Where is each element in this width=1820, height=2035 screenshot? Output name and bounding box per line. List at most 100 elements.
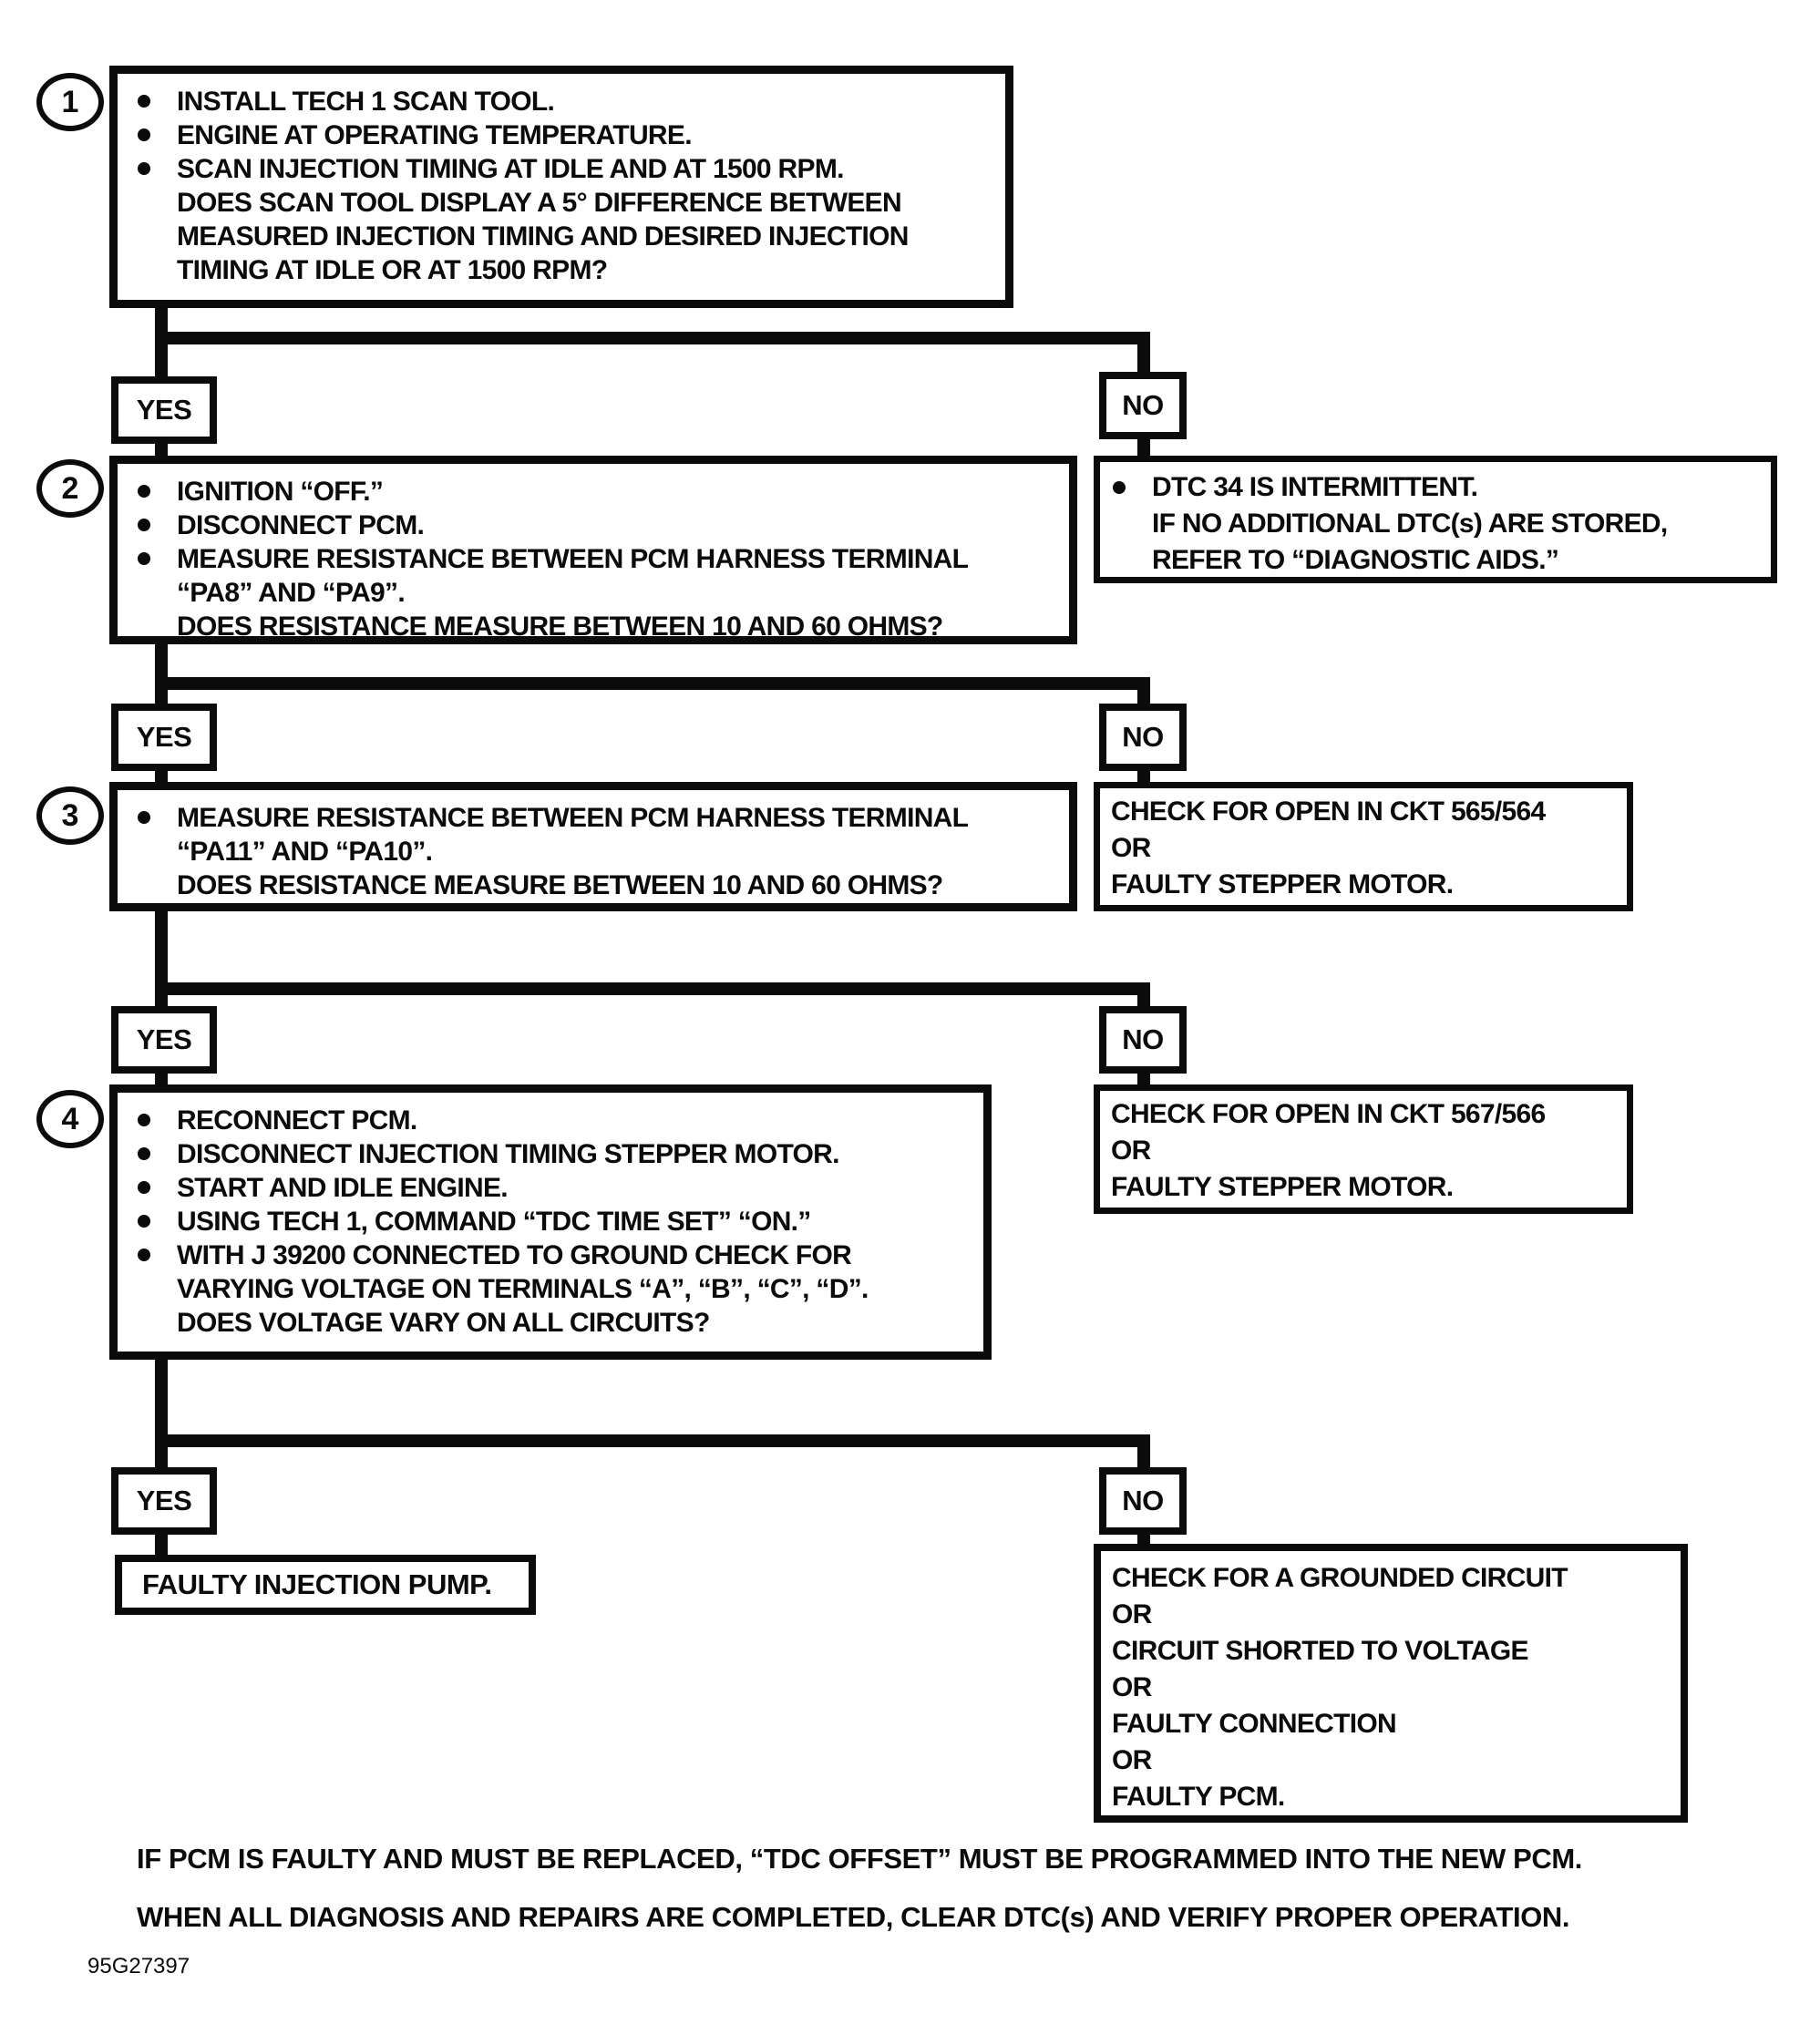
step-4-item-3: START AND IDLE ENGINE.: [177, 1173, 509, 1203]
step-2-number-circle: 2: [36, 459, 104, 518]
bullet-icon: [138, 811, 150, 824]
flow-line: [155, 771, 168, 782]
figure-id: 95G27397: [87, 1954, 190, 1978]
flow-line: [1137, 1074, 1150, 1084]
list-item: DISCONNECT INJECTION TIMING STEPPER MOTO…: [125, 1137, 976, 1171]
flow-line: [155, 344, 168, 376]
list-item: MEASURE RESISTANCE BETWEEN PCM HARNESS T…: [125, 542, 1062, 643]
flow-line: [155, 677, 1150, 690]
list-item: USING TECH 1, COMMAND “TDC TIME SET” “ON…: [125, 1205, 976, 1238]
result-grounded-circuit-text: CHECK FOR A GROUNDED CIRCUIT OR CIRCUIT …: [1112, 1563, 1568, 1812]
step-1-item-3: SCAN INJECTION TIMING AT IDLE AND AT 150…: [177, 154, 909, 285]
flow-line: [155, 308, 168, 335]
flow-line: [155, 444, 168, 456]
flow-line: [1137, 344, 1150, 372]
bullet-icon: [1113, 481, 1126, 494]
no-label: NO: [1122, 721, 1164, 753]
flow-line: [155, 690, 168, 704]
step-4-item-1: RECONNECT PCM.: [177, 1105, 417, 1136]
step-1-box: INSTALL TECH 1 SCAN TOOL. ENGINE AT OPER…: [109, 66, 1013, 308]
step-4-number-circle: 4: [36, 1090, 104, 1148]
step-4-box: RECONNECT PCM. DISCONNECT INJECTION TIMI…: [109, 1084, 992, 1360]
step-3-number: 3: [61, 797, 79, 833]
step-2-number: 2: [61, 470, 79, 506]
flow-line: [155, 1447, 168, 1467]
yes-label: YES: [136, 394, 192, 426]
yes-label-box-4: YES: [111, 1467, 217, 1535]
flow-line: [1137, 1535, 1150, 1544]
bullet-icon: [138, 128, 150, 141]
yes-label: YES: [136, 1485, 192, 1516]
bullet-icon: [138, 1215, 150, 1228]
result-open-ckt-565-564-box: CHECK FOR OPEN IN CKT 565/564 OR FAULTY …: [1094, 782, 1633, 911]
no-label: NO: [1122, 1485, 1164, 1516]
footer-note-line-1: IF PCM IS FAULTY AND MUST BE REPLACED, “…: [137, 1843, 1583, 1875]
flow-line: [1137, 771, 1150, 782]
flow-line: [155, 982, 1150, 995]
flow-line: [155, 911, 168, 986]
step-4-item-5: WITH J 39200 CONNECTED TO GROUND CHECK F…: [177, 1240, 869, 1338]
flow-line: [1137, 690, 1150, 704]
list-item: DISCONNECT PCM.: [125, 509, 1062, 542]
bullet-icon: [138, 1249, 150, 1261]
step-1-item-1: INSTALL TECH 1 SCAN TOOL.: [177, 87, 555, 117]
list-item: START AND IDLE ENGINE.: [125, 1171, 976, 1205]
step-1-number-circle: 1: [36, 73, 104, 131]
no-label-box-2: NO: [1099, 704, 1187, 771]
no-label-box-4: NO: [1099, 1467, 1187, 1535]
list-item: DTC 34 IS INTERMITTENT. IF NO ADDITIONAL…: [1100, 469, 1771, 579]
no-label: NO: [1122, 1023, 1164, 1055]
list-item: RECONNECT PCM.: [125, 1104, 976, 1137]
bullet-icon: [138, 162, 150, 175]
result-open-ckt-567-566-text: CHECK FOR OPEN IN CKT 567/566 OR FAULTY …: [1111, 1099, 1546, 1202]
bullet-icon: [138, 1114, 150, 1126]
result-grounded-circuit-box: CHECK FOR A GROUNDED CIRCUIT OR CIRCUIT …: [1094, 1544, 1688, 1823]
no-label-box-1: NO: [1099, 372, 1187, 439]
step-2-item-1: IGNITION “OFF.”: [177, 477, 384, 507]
step-3-box: MEASURE RESISTANCE BETWEEN PCM HARNESS T…: [109, 782, 1077, 911]
yes-label-box-2: YES: [111, 704, 217, 771]
flow-line: [155, 1535, 168, 1555]
flow-line: [155, 995, 168, 1006]
step-3-item-1: MEASURE RESISTANCE BETWEEN PCM HARNESS T…: [177, 803, 969, 900]
yes-label: YES: [136, 1023, 192, 1055]
no-label: NO: [1122, 389, 1164, 421]
flow-line: [155, 1074, 168, 1084]
flow-line: [155, 1360, 168, 1438]
step-1-item-2: ENGINE AT OPERATING TEMPERATURE.: [177, 120, 693, 150]
list-item: SCAN INJECTION TIMING AT IDLE AND AT 150…: [125, 152, 998, 287]
result-open-ckt-565-564-text: CHECK FOR OPEN IN CKT 565/564 OR FAULTY …: [1111, 797, 1546, 899]
flow-line: [155, 332, 1150, 344]
step-2-box: IGNITION “OFF.” DISCONNECT PCM. MEASURE …: [109, 456, 1077, 644]
bullet-icon: [138, 485, 150, 498]
result-dtc-intermittent-box: DTC 34 IS INTERMITTENT. IF NO ADDITIONAL…: [1094, 456, 1777, 583]
result-open-ckt-567-566-box: CHECK FOR OPEN IN CKT 567/566 OR FAULTY …: [1094, 1084, 1633, 1214]
step-2-item-2: DISCONNECT PCM.: [177, 510, 425, 540]
flow-line: [1137, 1447, 1150, 1467]
list-item: ENGINE AT OPERATING TEMPERATURE.: [125, 118, 998, 152]
no-label-box-3: NO: [1099, 1006, 1187, 1074]
yes-label-box-1: YES: [111, 376, 217, 444]
list-item: MEASURE RESISTANCE BETWEEN PCM HARNESS T…: [125, 801, 1062, 902]
flow-line: [1137, 995, 1150, 1006]
flow-line: [1137, 439, 1150, 456]
list-item: IGNITION “OFF.”: [125, 475, 1062, 509]
bullet-icon: [138, 1147, 150, 1160]
bullet-icon: [138, 519, 150, 531]
footer-note-line-2: WHEN ALL DIAGNOSIS AND REPAIRS ARE COMPL…: [137, 1901, 1570, 1933]
list-item: INSTALL TECH 1 SCAN TOOL.: [125, 85, 998, 118]
step-4-number: 4: [61, 1101, 79, 1136]
result-dtc-intermittent-text: DTC 34 IS INTERMITTENT. IF NO ADDITIONAL…: [1152, 472, 1668, 575]
result-faulty-injection-pump-text: FAULTY INJECTION PUMP.: [142, 1568, 492, 1600]
result-faulty-injection-pump-box: FAULTY INJECTION PUMP.: [115, 1555, 536, 1615]
step-4-item-4: USING TECH 1, COMMAND “TDC TIME SET” “ON…: [177, 1207, 811, 1237]
step-2-item-3: MEASURE RESISTANCE BETWEEN PCM HARNESS T…: [177, 544, 969, 642]
step-3-number-circle: 3: [36, 786, 104, 845]
bullet-icon: [138, 95, 150, 108]
bullet-icon: [138, 1181, 150, 1194]
step-4-item-2: DISCONNECT INJECTION TIMING STEPPER MOTO…: [177, 1139, 839, 1169]
yes-label: YES: [136, 721, 192, 753]
yes-label-box-3: YES: [111, 1006, 217, 1074]
bullet-icon: [138, 552, 150, 565]
